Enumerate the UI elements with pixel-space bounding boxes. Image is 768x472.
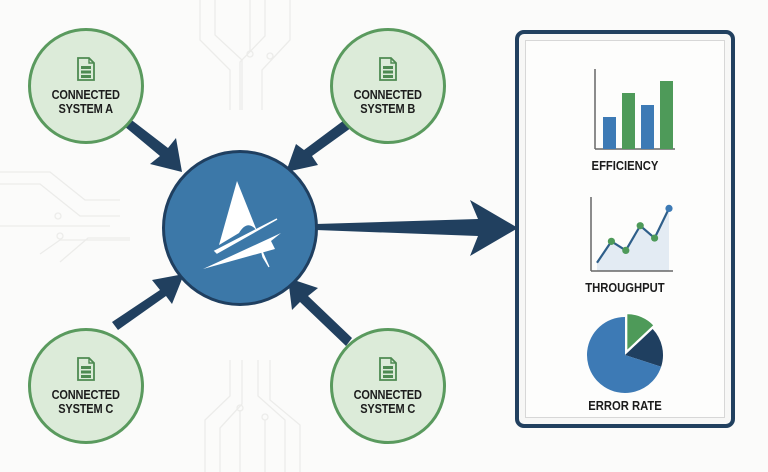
efficiency-bar-chart: [594, 69, 675, 150]
throughput-line-chart: [590, 197, 673, 272]
data-point: [651, 234, 659, 242]
document-icon: [379, 57, 397, 81]
series-line: [596, 207, 670, 264]
data-point: [622, 246, 630, 255]
central-hub[interactable]: [162, 150, 318, 306]
document-icon: [77, 57, 95, 81]
pie-slice: [625, 313, 656, 354]
data-point: [636, 222, 644, 230]
document-icon: [77, 357, 95, 381]
document-icon: [379, 357, 397, 381]
data-point: [665, 204, 673, 213]
hub-logo-icon: [203, 181, 281, 269]
pie-slice: [587, 317, 662, 393]
error-rate-pie-chart: [587, 313, 663, 393]
metrics-panel: EFFICIENCY THROUGHPUT ERROR RATE: [515, 30, 735, 428]
metric-label: EFFICIENCY: [591, 159, 659, 173]
efficiency-metric: EFFICIENCY: [526, 61, 724, 173]
bar: [622, 93, 635, 149]
metric-label: THROUGHPUT: [585, 281, 665, 295]
bar: [660, 81, 673, 149]
metric-label: ERROR RATE: [588, 399, 662, 413]
pie-slice: [625, 328, 663, 367]
throughput-metric: THROUGHPUT: [526, 193, 724, 295]
bar: [603, 117, 616, 149]
bar: [641, 105, 654, 149]
data-point: [607, 237, 615, 245]
error-rate-metric: ERROR RATE: [526, 313, 724, 413]
